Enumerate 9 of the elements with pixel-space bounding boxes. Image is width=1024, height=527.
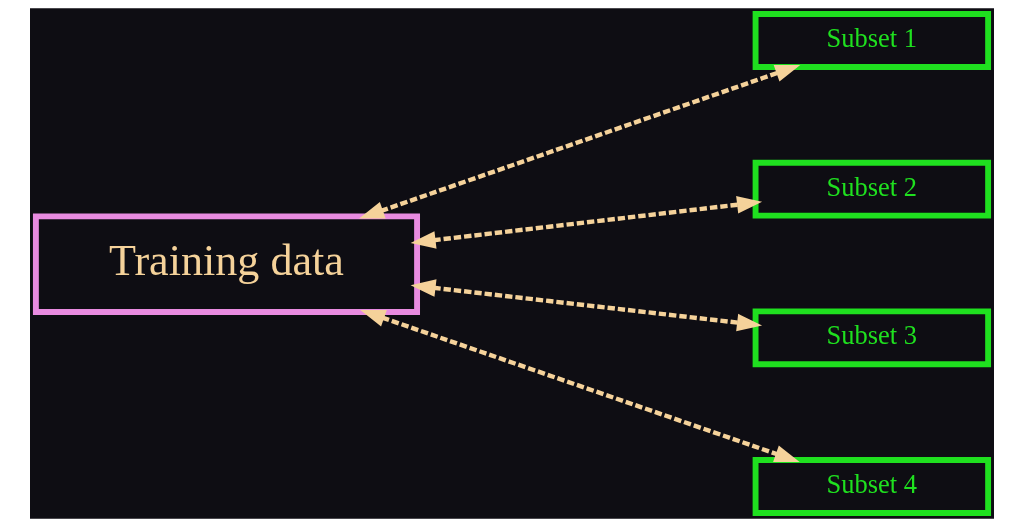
node-box: Training data xyxy=(32,213,420,315)
arrow xyxy=(359,64,801,219)
node-box: Subset 1 xyxy=(752,11,992,70)
node-box: Subset 4 xyxy=(752,457,992,516)
arrow xyxy=(410,196,763,249)
node-box: Subset 2 xyxy=(752,159,992,219)
node-box: Subset 3 xyxy=(752,308,992,368)
arrow xyxy=(360,309,800,463)
arrow xyxy=(410,279,763,332)
